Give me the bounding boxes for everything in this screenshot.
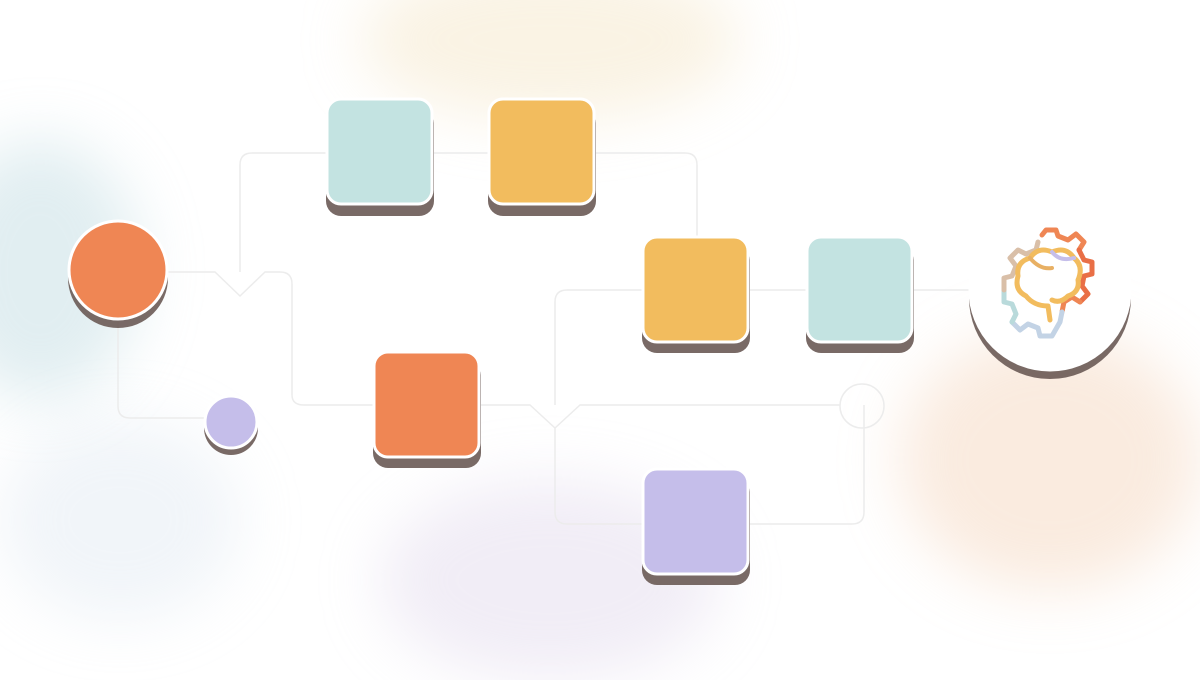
nodes [67, 97, 1132, 576]
connector-start-down [117, 320, 205, 419]
box-mid-yellow [641, 235, 750, 344]
connector-junction [839, 383, 885, 429]
connector-bottom-loop [748, 405, 865, 525]
box-top-yellow [487, 97, 596, 206]
box-top-teal [325, 97, 434, 206]
connector-start-to-top-branch [165, 271, 375, 406]
brain-gear-icon [1001, 227, 1095, 339]
connector-branch-down [554, 428, 645, 525]
connectors [117, 152, 972, 525]
connector-branch-up [554, 289, 645, 405]
connector-top-to-mid [593, 152, 698, 240]
small-circle [203, 394, 259, 450]
box-mid-teal [805, 235, 914, 344]
start-circle [67, 219, 169, 321]
end-node [968, 208, 1132, 372]
box-bottom-lavender [641, 467, 750, 576]
box-center-orange [372, 350, 481, 459]
connector-top-loop [239, 152, 330, 272]
node-shadows [68, 108, 1131, 585]
connector-center-out [478, 404, 840, 430]
